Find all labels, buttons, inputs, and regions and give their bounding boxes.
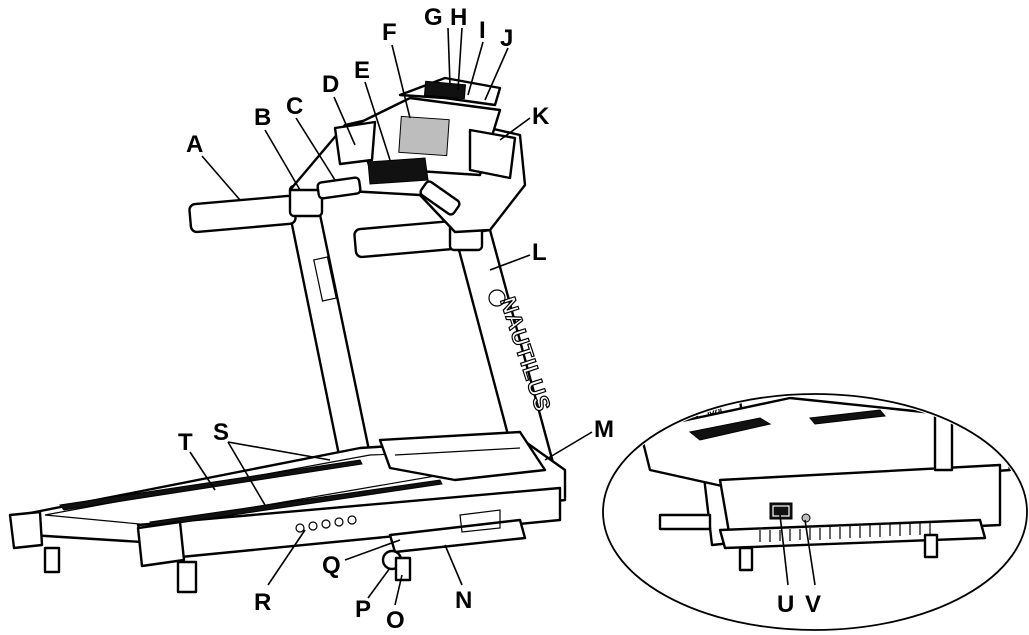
label-h: H bbox=[450, 4, 467, 31]
label-p: P bbox=[355, 596, 371, 623]
label-e: E bbox=[354, 57, 370, 84]
label-u: U bbox=[777, 591, 794, 618]
label-m: M bbox=[594, 416, 614, 443]
label-l: L bbox=[532, 239, 547, 266]
label-r: R bbox=[254, 589, 271, 616]
label-j: J bbox=[500, 25, 513, 52]
label-n: N bbox=[455, 587, 472, 614]
label-g: G bbox=[424, 4, 443, 31]
label-i: I bbox=[479, 17, 486, 44]
label-v: V bbox=[805, 591, 821, 618]
part-labels: A B C D E F G H I J K L M N O P Q R S T … bbox=[178, 4, 821, 634]
label-o: O bbox=[386, 607, 405, 634]
label-s: S bbox=[213, 419, 229, 446]
label-a: A bbox=[186, 131, 203, 158]
label-d: D bbox=[322, 71, 339, 98]
vent-slots bbox=[759, 522, 931, 542]
leader-lines bbox=[189, 27, 816, 606]
treadmill-illustration: NAUTILUS bbox=[8, 76, 567, 594]
inset-detail: SULL bbox=[602, 393, 1028, 631]
label-c: C bbox=[286, 93, 303, 120]
label-t: T bbox=[178, 429, 193, 456]
label-k: K bbox=[532, 103, 550, 130]
label-q: Q bbox=[322, 552, 341, 579]
label-f: F bbox=[382, 19, 397, 46]
label-b: B bbox=[254, 104, 271, 131]
